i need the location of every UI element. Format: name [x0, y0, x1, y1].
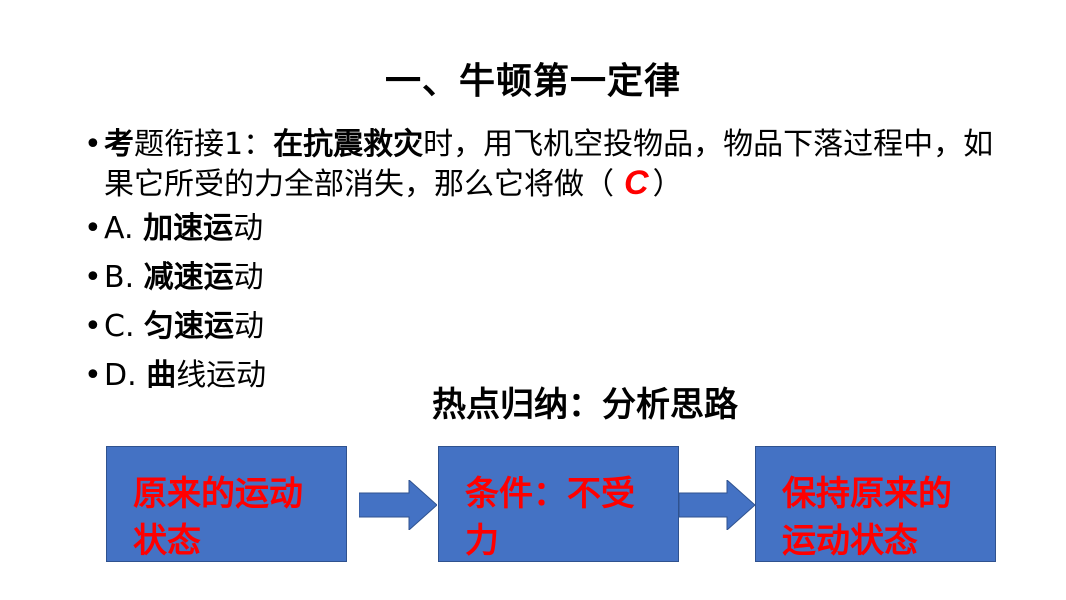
- question-text: 时，用飞机空投物品，物品下落过程中，如果它所受的力全部消失，那么它将做（: [104, 127, 994, 202]
- question-emphasis: 在抗震救灾: [273, 127, 424, 162]
- option-plain: 线运动: [176, 358, 267, 393]
- option-plain: 动: [234, 309, 265, 344]
- option-c: C. 匀速运动: [84, 308, 1004, 346]
- option-letter: A.: [104, 211, 144, 246]
- arrow-right-icon: [679, 480, 755, 530]
- option-bold: 减速运: [143, 260, 234, 295]
- option-plain: 动: [233, 211, 264, 246]
- option-a: A. 加速运动: [84, 210, 1004, 248]
- option-letter: B.: [104, 260, 144, 295]
- option-letter: D.: [104, 358, 147, 393]
- answer-letter: C: [624, 164, 649, 202]
- flow-box-label: 保持原来的运动状态: [782, 474, 952, 561]
- option-letter: C.: [104, 309, 145, 344]
- flow-box-initial-state: 原来的运动状态: [106, 446, 347, 562]
- flow-box-label: 条件：不受力: [465, 474, 635, 561]
- flow-box-label: 原来的运动状态: [133, 474, 303, 561]
- summary-heading: 热点归纳：分析思路: [432, 385, 738, 425]
- slide-title: 一、牛顿第一定律: [384, 61, 681, 102]
- option-d: D. 曲线运动: [84, 357, 1004, 395]
- option-b: B. 减速运动: [84, 259, 1004, 297]
- arrow-right-icon: [359, 480, 437, 530]
- flow-box-result: 保持原来的运动状态: [755, 446, 996, 562]
- option-bold: 匀速运: [144, 309, 235, 344]
- question-list: 考题衔接1：在抗震救灾时，用飞机空投物品，物品下落过程中，如果它所受的力全部消失…: [84, 126, 1004, 406]
- option-bold: 加速运: [143, 211, 234, 246]
- flow-box-condition: 条件：不受力: [438, 446, 679, 562]
- option-bold: 曲: [146, 358, 177, 393]
- question-close: ）: [652, 167, 683, 202]
- question-prefix: 考: [104, 127, 134, 162]
- question-item: 考题衔接1：在抗震救灾时，用飞机空投物品，物品下落过程中，如果它所受的力全部消失…: [84, 126, 1004, 204]
- option-plain: 动: [233, 260, 264, 295]
- question-title: 题衔接1：: [134, 127, 274, 162]
